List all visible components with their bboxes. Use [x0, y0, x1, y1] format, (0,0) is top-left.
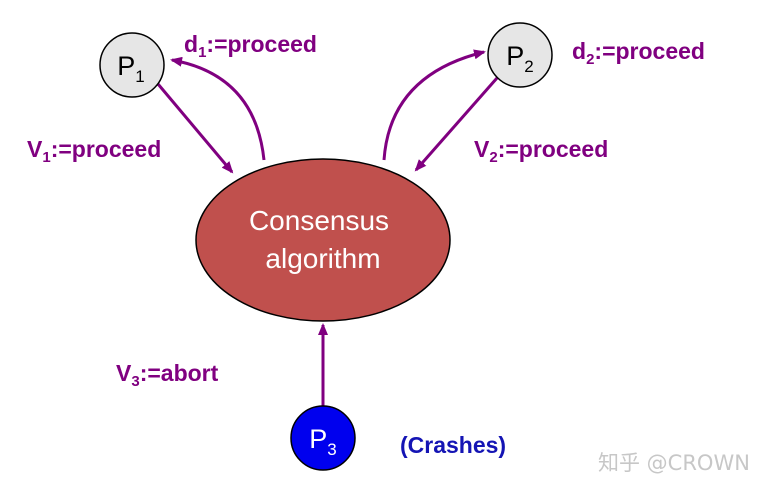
consensus-line2: algorithm	[265, 243, 380, 274]
v1-var: V	[27, 136, 43, 162]
p3-index: 3	[327, 440, 336, 459]
p1-index: 1	[135, 67, 144, 86]
v1-arrow	[156, 83, 234, 174]
v3-index: 3	[131, 373, 140, 390]
d2-text: :=proceed	[594, 38, 705, 64]
consensus-line1: Consensus	[249, 205, 389, 236]
process-p3-node: P3	[290, 405, 356, 471]
process-p1-node: P1	[99, 32, 165, 98]
crashes-note: (Crashes)	[400, 432, 507, 458]
v1-index: 1	[42, 149, 51, 166]
v3-label: V3:=abort	[116, 360, 219, 390]
v2-text: :=proceed	[497, 136, 609, 162]
watermark: 知乎 @CROWN	[598, 451, 750, 475]
v2-arrow	[414, 77, 499, 172]
p2-index: 2	[524, 57, 533, 76]
process-p2-node: P2	[487, 22, 553, 88]
d1-var: d	[184, 31, 199, 57]
svg-text:P2: P2	[506, 41, 533, 76]
v2-index: 2	[489, 149, 498, 166]
v1-label: V1:=proceed	[27, 136, 162, 166]
v3-text: :=abort	[139, 360, 219, 386]
v2-label: V2:=proceed	[474, 136, 609, 166]
d1-index: 1	[198, 44, 207, 61]
d2-arrow	[382, 49, 486, 161]
svg-text:P1: P1	[117, 51, 144, 86]
p2-letter: P	[506, 41, 524, 71]
svg-text:P3: P3	[309, 424, 336, 459]
v3-var: V	[116, 360, 132, 386]
consensus-algorithm-node	[195, 158, 451, 322]
v2-var: V	[474, 136, 490, 162]
d2-index: 2	[586, 51, 595, 68]
d1-text: :=proceed	[206, 31, 317, 57]
d2-label: d2:=proceed	[572, 38, 705, 68]
d1-label: d1:=proceed	[184, 31, 317, 61]
d1-arrow	[170, 56, 266, 161]
v1-text: :=proceed	[50, 136, 162, 162]
p1-letter: P	[117, 51, 135, 81]
p3-letter: P	[309, 424, 327, 454]
d2-var: d	[572, 38, 587, 64]
